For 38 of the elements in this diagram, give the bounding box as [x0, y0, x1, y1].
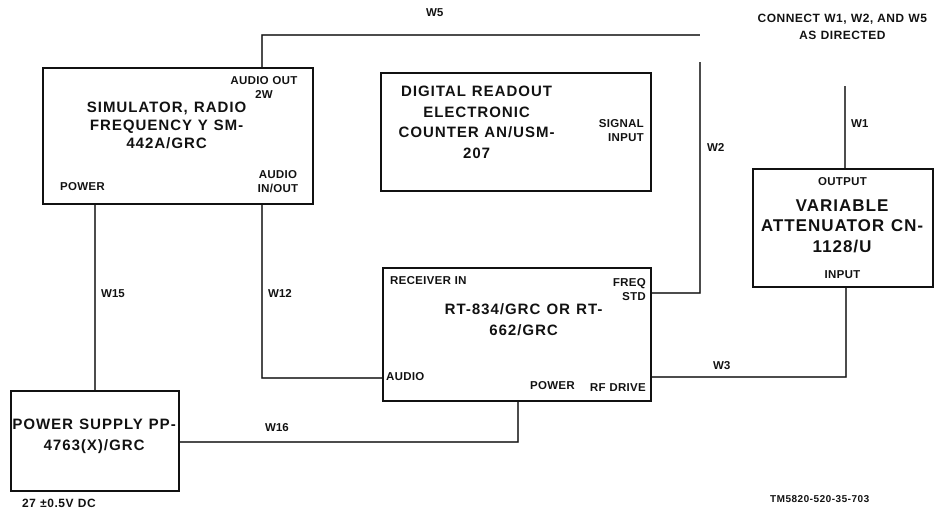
cable-label: W5 — [425, 7, 444, 19]
cable-label: W12 — [267, 288, 293, 300]
equipment-name: SIMULATOR, RADIO FREQUENCY Y SM-442A/GRC — [86, 99, 248, 153]
cable-line — [652, 62, 701, 294]
equipment-box — [10, 390, 180, 492]
equipment-name: VARIABLE ATTENUATOR CN-1128/U — [760, 196, 926, 258]
port-label: AUDIO — [386, 371, 425, 385]
port-label: AUDIO IN/OUT — [256, 169, 300, 197]
port-label: AUDIO OUT 2W — [229, 75, 299, 102]
equipment-name: POWER SUPPLY PP-4763(X)/GRC — [12, 415, 177, 456]
port-label: POWER — [530, 380, 575, 394]
port-label: POWER — [60, 181, 105, 195]
port-label: SIGNAL INPUT — [598, 118, 644, 146]
cable-label: W2 — [706, 142, 726, 154]
cable-line — [261, 34, 700, 67]
cable-line — [844, 86, 846, 168]
port-label: INPUT — [824, 269, 862, 283]
equipment-name: DIGITAL READOUT ELECTRONIC COUNTER AN/USM-207 — [398, 82, 556, 164]
equipment-name: RT-834/GRC OR RT-662/GRC — [444, 300, 604, 341]
cable-label: W1 — [850, 118, 870, 130]
cable-label: W15 — [100, 288, 126, 300]
equipment-box — [752, 168, 934, 288]
equipment-box — [382, 267, 652, 402]
port-label: RF DRIVE — [588, 382, 646, 396]
cable-line — [261, 205, 382, 379]
port-label: RECEIVER IN — [390, 275, 467, 289]
cable-label: W16 — [264, 422, 290, 434]
port-label: OUTPUT — [816, 176, 868, 190]
equipment-box — [380, 72, 652, 192]
figure-code: TM5820-520-35-703 — [770, 494, 870, 505]
equipment-box — [42, 67, 314, 205]
cable-label: W3 — [712, 360, 732, 372]
cable-line — [94, 205, 96, 390]
cable-line — [180, 402, 519, 443]
instruction-note: CONNECT W1, W2, AND W5 AS DIRECTED — [756, 10, 928, 44]
voltage-note: 27 ±0.5V DC — [22, 496, 96, 510]
cable-line — [652, 288, 847, 378]
port-label: FREQ STD — [612, 277, 646, 305]
